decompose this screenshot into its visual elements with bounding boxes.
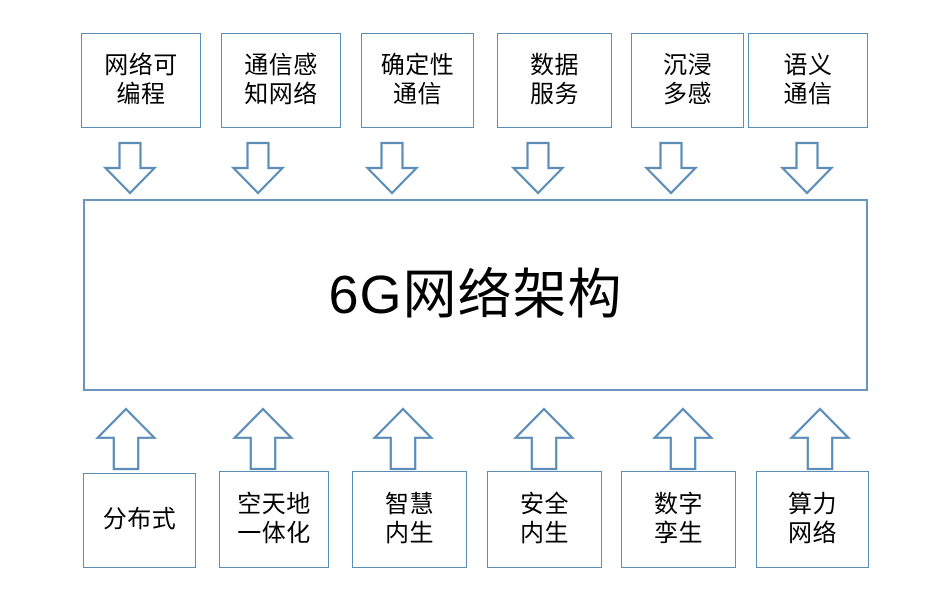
arrow-down-icon-5 [643,141,699,195]
technology-box-label: 空天地 一体化 [237,491,311,547]
technology-box-label: 数字 孪生 [654,491,703,547]
arrow-down-icon-4 [510,141,566,195]
capability-box-label: 网络可 编程 [104,52,178,108]
capability-box-1[interactable]: 网络可 编程 [81,33,201,128]
capability-box-label: 确定性 通信 [380,52,455,108]
technology-box-1[interactable]: 分布式 [83,473,196,568]
central-architecture-label: 6G网络架构 [328,265,623,325]
capability-box-6[interactable]: 语义 通信 [748,33,868,128]
arrow-up-icon-3 [371,407,435,471]
technology-box-label: 安全 内生 [520,491,569,547]
capability-box-2[interactable]: 通信感 知网络 [221,33,341,128]
arrow-down-icon-6 [779,141,835,195]
technology-box-5[interactable]: 数字 孪生 [621,471,736,568]
arrow-up-icon-6 [788,407,852,471]
capability-box-4[interactable]: 数据 服务 [497,33,612,128]
capability-box-5[interactable]: 沉浸 多感 [631,33,744,128]
technology-box-2[interactable]: 空天地 一体化 [219,471,329,568]
arrow-up-icon-4 [512,407,576,471]
central-architecture-box[interactable]: 6G网络架构 [83,199,868,391]
arrow-down-icon-1 [102,141,158,195]
technology-box-6[interactable]: 算力 网络 [756,471,869,568]
technology-box-3[interactable]: 智慧 内生 [352,471,467,568]
capability-box-label: 通信感 知网络 [244,52,318,108]
capability-box-label: 语义 通信 [783,52,833,108]
arrow-down-icon-3 [364,141,420,195]
capability-box-3[interactable]: 确定性 通信 [361,33,474,128]
arrow-up-icon-2 [231,407,295,471]
capability-box-label: 沉浸 多感 [663,52,712,108]
technology-box-label: 智慧 内生 [385,491,434,547]
arrow-down-icon-2 [230,141,286,195]
arrow-up-icon-1 [94,407,158,471]
capability-box-label: 数据 服务 [530,52,579,108]
technology-box-label: 分布式 [102,506,177,534]
technology-box-4[interactable]: 安全 内生 [487,471,602,568]
arrow-up-icon-5 [651,407,715,471]
technology-box-label: 算力 网络 [788,491,837,547]
